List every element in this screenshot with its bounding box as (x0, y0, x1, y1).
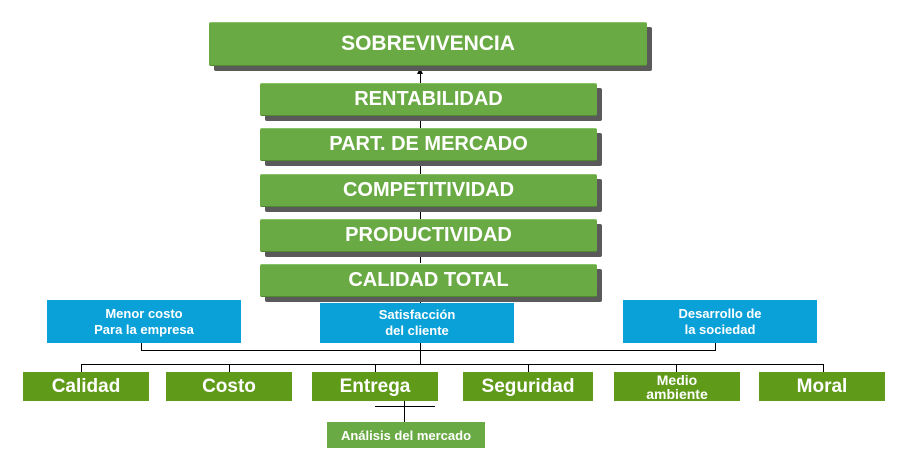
arrow-to-sobrevivencia (417, 68, 423, 74)
benefit-line: Menor costo (105, 305, 183, 321)
arrow-to-rentabilidad (417, 114, 423, 120)
pyramid-label: CALIDAD TOTAL (348, 269, 509, 291)
pyramid-label: PRODUCTIVIDAD (345, 224, 512, 246)
base-connector (404, 401, 405, 422)
benefit-line: la sociedad (684, 321, 756, 337)
pyramid-productividad: PRODUCTIVIDAD (260, 219, 597, 252)
pyramid-calidad-total: CALIDAD TOTAL (260, 264, 597, 297)
arrow-to-competitividad (417, 205, 423, 211)
factor-label: Seguridad (481, 375, 575, 397)
factor-costo: Costo (166, 372, 292, 401)
benefit-line: del cliente (385, 323, 449, 338)
benefit-line: Para la empresa (94, 321, 194, 337)
drop-costo (229, 364, 230, 372)
drop-entrega (375, 364, 376, 372)
drop-moral (823, 364, 824, 372)
drop-seguridad (528, 364, 529, 372)
factor-seguridad: Seguridad (463, 372, 593, 401)
factor-line: ambiente (646, 385, 708, 402)
factor-medio-ambiente: Medio ambiente (614, 372, 740, 401)
drop-calidad (81, 364, 82, 372)
factor-label: Costo (202, 375, 256, 397)
factor-label: Entrega (339, 375, 411, 397)
factor-label: Calidad (51, 375, 121, 397)
benefit-desarrollo-sociedad: Desarrollo de la sociedad (623, 300, 817, 343)
factor-label: Moral (796, 375, 848, 397)
factor-moral: Moral (759, 372, 885, 401)
factor-line: Medio (656, 371, 698, 388)
base-analisis-mercado: Análisis del mercado (327, 422, 485, 448)
pyramid-part-de-mercado: PART. DE MERCADO (260, 128, 597, 161)
drop-medio-ambiente (676, 364, 677, 372)
base-label: Análisis del mercado (340, 427, 472, 443)
benefit-line: Desarrollo de (678, 305, 762, 321)
pyramid-label: PART. DE MERCADO (329, 133, 528, 155)
bracket-right-drop (715, 343, 716, 351)
factors-bracket-bar (81, 364, 824, 365)
benefit-line: Satisfacción (378, 307, 456, 322)
pyramid-label: RENTABILIDAD (354, 88, 503, 110)
pyramid-rentabilidad: RENTABILIDAD (260, 83, 597, 116)
pyramid-sobrevivencia: SOBREVIVENCIA (209, 22, 647, 66)
pyramid-label: SOBREVIVENCIA (341, 32, 515, 55)
vertical-spine (420, 68, 421, 263)
benefits-bracket-bar (141, 350, 716, 351)
factor-entrega: Entrega (312, 372, 438, 401)
benefit-satisfaccion-cliente: Satisfacción del cliente (320, 303, 514, 343)
bracket-left-drop (141, 343, 142, 351)
arrow-to-part-mercado (417, 159, 423, 165)
benefit-menor-costo: Menor costo Para la empresa (47, 300, 241, 343)
factor-calidad: Calidad (23, 372, 149, 401)
arrow-to-productividad (417, 250, 423, 256)
base-bracket-bar (375, 406, 435, 407)
pyramid-competitividad: COMPETITIVIDAD (260, 174, 597, 207)
pyramid-label: COMPETITIVIDAD (342, 179, 515, 201)
